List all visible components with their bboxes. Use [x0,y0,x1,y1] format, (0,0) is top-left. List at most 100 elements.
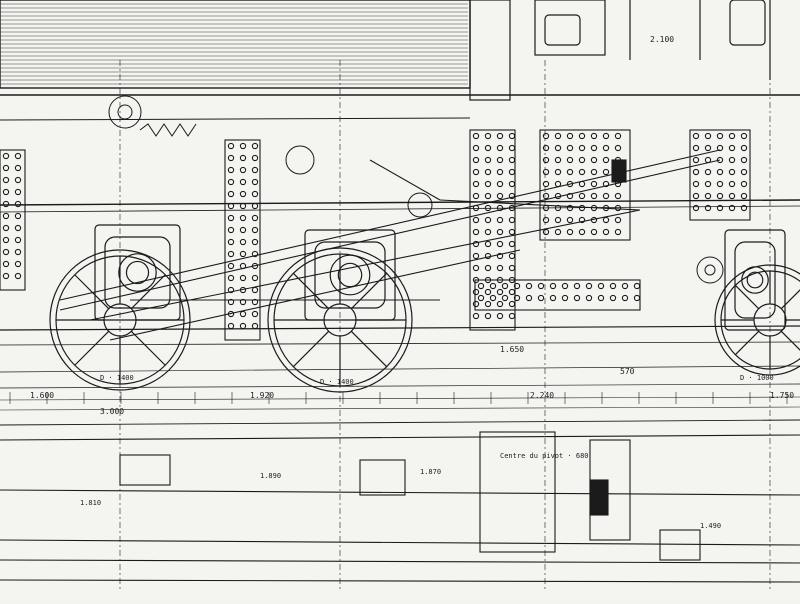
rivet [472,252,480,260]
rivet [14,260,22,268]
rivet [692,132,700,140]
rivet [590,192,598,200]
rivet [251,214,259,222]
rivet [740,156,748,164]
rivet [501,282,509,290]
rivet [602,132,610,140]
rivet [602,204,610,212]
rivet [614,192,622,200]
rivet [239,262,247,270]
rivet [704,156,712,164]
rivet [614,228,622,236]
rivet [704,180,712,188]
rivet [614,132,622,140]
rivet [239,250,247,258]
rivet [2,188,10,196]
rivet [239,286,247,294]
rivet [554,216,562,224]
rivet [484,204,492,212]
dimension-label: 1.920 [250,391,274,400]
rivet [728,204,736,212]
rivet [554,204,562,212]
rivet [716,132,724,140]
rivet [578,192,586,200]
rivet [239,142,247,150]
wheel-spoke [734,284,760,310]
riveted-plate [474,279,641,311]
axlebox-frame [94,224,181,321]
rivet [692,192,700,200]
rivet [602,192,610,200]
rivet [704,168,712,176]
rivet [14,200,22,208]
rivet [549,282,557,290]
rivet [728,180,736,188]
rivet [227,154,235,162]
rivet [542,192,550,200]
axlebox-assemblies [94,224,786,331]
rivet [489,294,497,302]
rivet [227,202,235,210]
rivet [537,294,545,302]
rivet [542,132,550,140]
rivet [496,216,504,224]
rivet [542,204,550,212]
rivet [484,216,492,224]
boiler-hatching [0,0,471,89]
wheel-diameter-label: D · 1000 [740,374,774,382]
rivet [578,168,586,176]
rivet [251,286,259,294]
rivet [728,156,736,164]
rivet [554,156,562,164]
axlebox-inner [734,241,776,319]
rivet [508,288,516,296]
rivet [566,180,574,188]
rivet [566,204,574,212]
wheel-diameter-label: D · 1400 [100,374,134,382]
axle-bearing [329,254,371,296]
rivet [227,166,235,174]
rivet [227,286,235,294]
rivet [472,192,480,200]
rivet [251,154,259,162]
rivet [472,168,480,176]
rivet [496,156,504,164]
rivet [621,282,629,290]
rivet [496,288,504,296]
riveted-frame-plates [0,129,751,341]
rivet [477,282,485,290]
rivet [633,294,641,302]
rivet [2,224,10,232]
rivet [251,238,259,246]
rivet [496,312,504,320]
rivet [2,212,10,220]
rivet [542,156,550,164]
riveted-plate [0,149,26,291]
wheel-spoke [74,330,110,366]
rivet [227,238,235,246]
rivet [2,176,10,184]
axlebox-inner [314,241,386,309]
rivet [692,180,700,188]
wheel-spoke [350,272,388,310]
axlebox-frame [304,229,396,321]
rivet [597,282,605,290]
dimension-label: 1.750 [770,391,794,400]
rivet [239,274,247,282]
rivet [484,228,492,236]
rivet [251,274,259,282]
rivet [484,156,492,164]
rivet [472,216,480,224]
rivet [740,204,748,212]
rivet [542,228,550,236]
rivet [508,264,516,272]
rivet [14,176,22,184]
rivet [251,166,259,174]
rivet [716,144,724,152]
rivet [496,204,504,212]
rivet [602,168,610,176]
rivet [513,282,521,290]
wheel-spoke [130,274,166,310]
dimension-label: 3.000 [100,407,124,416]
